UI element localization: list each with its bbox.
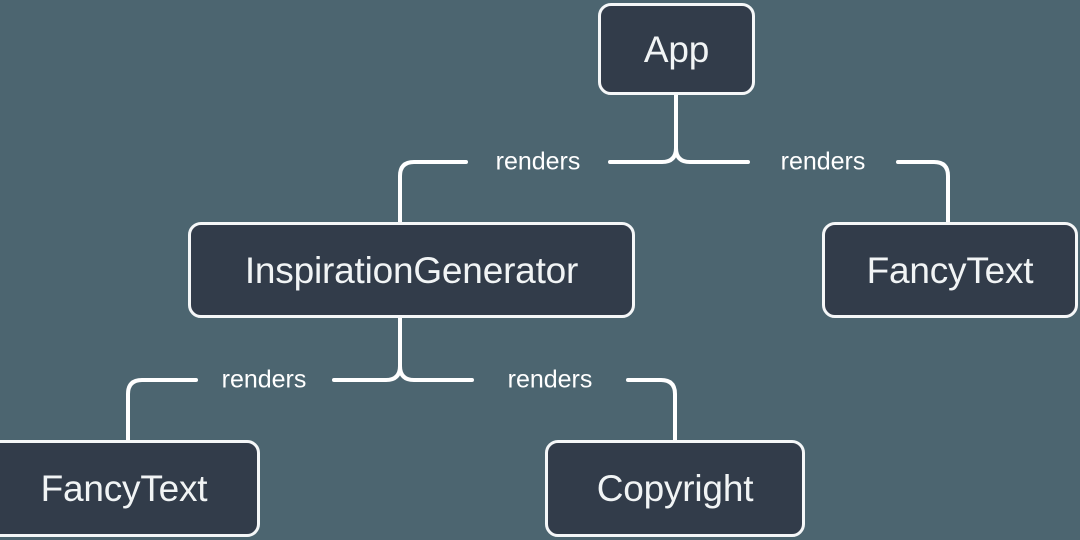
- node-app-label: App: [643, 28, 710, 70]
- node-fancytext-right-label: FancyText: [866, 249, 1034, 291]
- connector-inspirationgenerator-stem-right: [398, 364, 474, 382]
- node-fancytext-bottom-label: FancyText: [40, 468, 208, 509]
- connector-inspirationgenerator-to-fancytext-bottom: [126, 378, 198, 442]
- node-copyright[interactable]: Copyright: [545, 440, 805, 537]
- node-inspirationgenerator[interactable]: InspirationGenerator: [188, 222, 635, 318]
- connector-app-stem-right: [674, 146, 750, 164]
- node-inspirationgenerator-label: InspirationGenerator: [244, 249, 579, 291]
- connector-inspirationgenerator-to-copyright: [626, 378, 677, 442]
- node-fancytext-bottom[interactable]: FancyText: [0, 440, 260, 537]
- edge-label-app-to-fancytext-right: renders: [780, 147, 866, 176]
- connector-inspirationgenerator-stem: [332, 316, 402, 382]
- edge-label-inspirationgenerator-to-copyright: renders: [507, 365, 593, 394]
- node-copyright-label: Copyright: [596, 468, 754, 509]
- connector-app-to-inspirationgenerator: [398, 160, 468, 224]
- node-app[interactable]: App: [598, 3, 755, 95]
- connector-app-stem: [608, 93, 678, 164]
- edge-label-inspirationgenerator-to-fancytext-bottom: renders: [221, 365, 307, 394]
- edge-label-app-to-inspirationgenerator: renders: [495, 147, 581, 176]
- node-fancytext-right[interactable]: FancyText: [822, 222, 1078, 318]
- connector-app-to-fancytext-right: [896, 160, 950, 224]
